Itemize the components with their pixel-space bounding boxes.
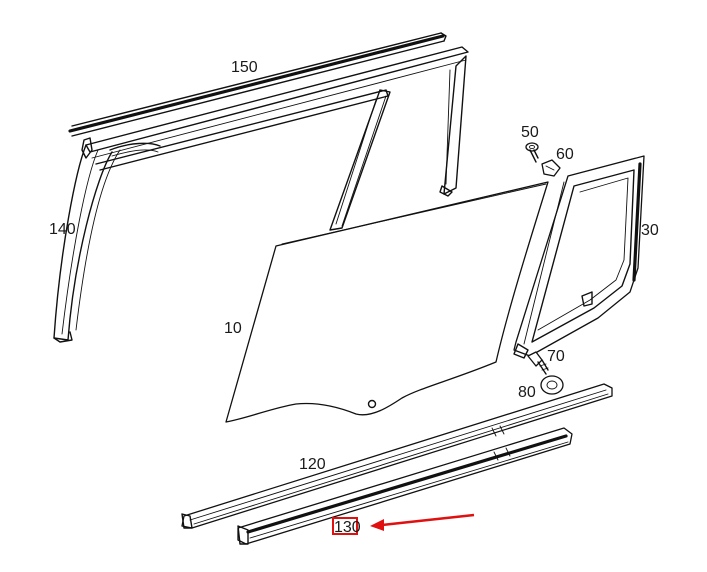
label-30: 30 xyxy=(641,222,659,239)
label-50: 50 xyxy=(521,124,539,141)
part-50-bolt[interactable] xyxy=(525,142,539,163)
label-150: 150 xyxy=(231,59,258,76)
part-130-outer-weatherstrip[interactable] xyxy=(237,427,573,545)
label-130-highlighted[interactable]: 130 xyxy=(332,517,361,536)
part-30-quarter-window-frame[interactable] xyxy=(513,155,645,359)
label-130: 130 xyxy=(334,519,361,536)
part-60-clip-nut[interactable] xyxy=(541,159,561,177)
label-60: 60 xyxy=(556,146,574,163)
part-70-stud-bolt[interactable] xyxy=(527,351,549,375)
label-70: 70 xyxy=(547,348,565,365)
pointer-arrow-icon xyxy=(370,513,475,531)
part-80-washer[interactable] xyxy=(540,375,564,395)
part-10-door-glass[interactable] xyxy=(225,181,549,423)
label-140: 140 xyxy=(49,221,76,238)
highlight-box xyxy=(332,517,358,535)
part-120-belt-weatherstrip[interactable] xyxy=(181,383,613,529)
part-150-top-channel-strip[interactable] xyxy=(68,32,447,137)
part-140-door-frame-channel[interactable] xyxy=(53,46,469,343)
label-80: 80 xyxy=(518,384,536,401)
label-120: 120 xyxy=(299,456,326,473)
label-10: 10 xyxy=(224,320,242,337)
